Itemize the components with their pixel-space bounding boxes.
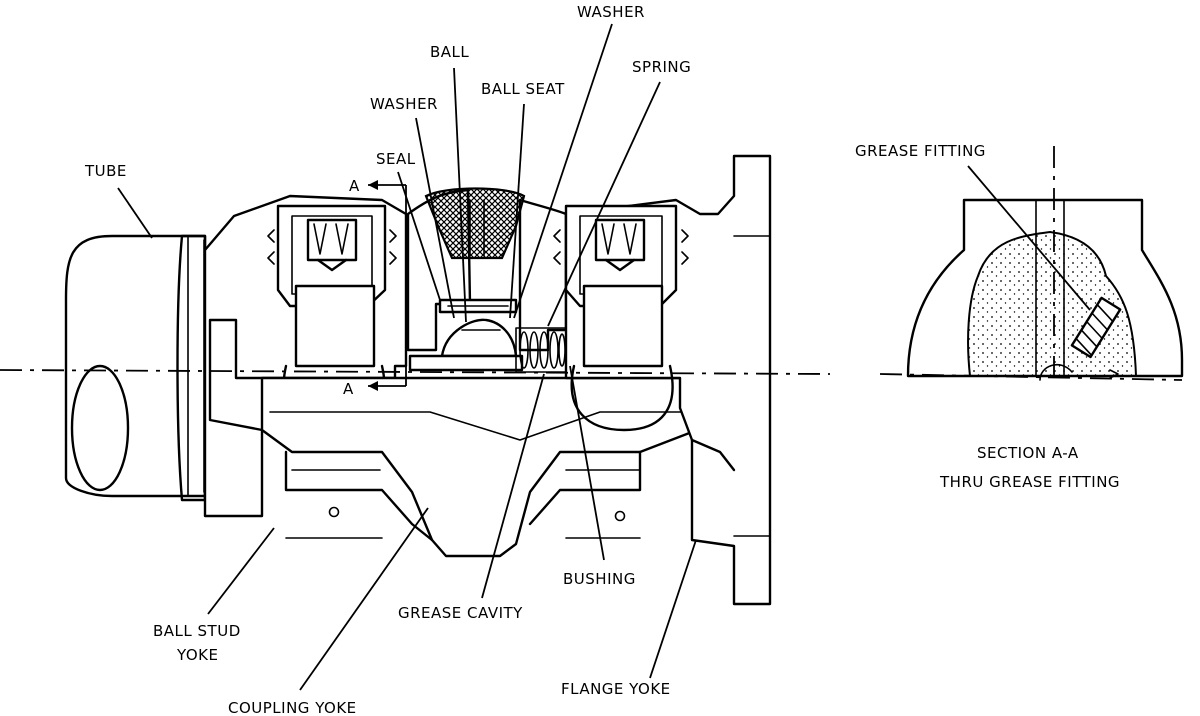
- ball-label: BALL: [430, 43, 469, 61]
- washer-top-label: WASHER: [577, 3, 645, 21]
- ball-stud-yoke-label-line2: YOKE: [176, 646, 218, 664]
- section-marker: A A: [343, 177, 407, 398]
- ball-stud-yoke-label-line1: BALL STUD: [153, 622, 241, 640]
- seal-label: SEAL: [376, 150, 416, 168]
- tube: [64, 234, 207, 502]
- tube-label: TUBE: [84, 162, 127, 180]
- section-title-line2: THRU GREASE FITTING: [939, 473, 1120, 491]
- ball-assembly: [408, 187, 567, 373]
- section-a-a-view: [879, 146, 1184, 381]
- grease-fitting-label: GREASE FITTING: [855, 142, 986, 160]
- washer-label: WASHER: [370, 95, 438, 113]
- grease-cavity-label: GREASE CAVITY: [398, 604, 523, 622]
- leader-lines: [117, 23, 1091, 691]
- ball-seat-label: BALL SEAT: [481, 80, 565, 98]
- section-a-top-label: A: [349, 177, 360, 195]
- coupling-yoke-label: COUPLING YOKE: [228, 699, 357, 716]
- spring: [515, 327, 567, 373]
- bushing-label: BUSHING: [563, 570, 636, 588]
- coupling-yoke: [260, 188, 694, 558]
- section-title-line1: SECTION A-A: [977, 444, 1079, 462]
- labels: WASHER BALL SPRING BALL SEAT WASHER SEAL…: [84, 3, 1120, 716]
- flange-yoke-label: FLANGE YOKE: [561, 680, 671, 698]
- flange-yoke: [553, 154, 772, 606]
- ball-stud-yoke: [203, 194, 408, 518]
- section-a-bottom-label: A: [343, 380, 354, 398]
- spring-label: SPRING: [632, 58, 691, 76]
- centerline: [0, 369, 831, 375]
